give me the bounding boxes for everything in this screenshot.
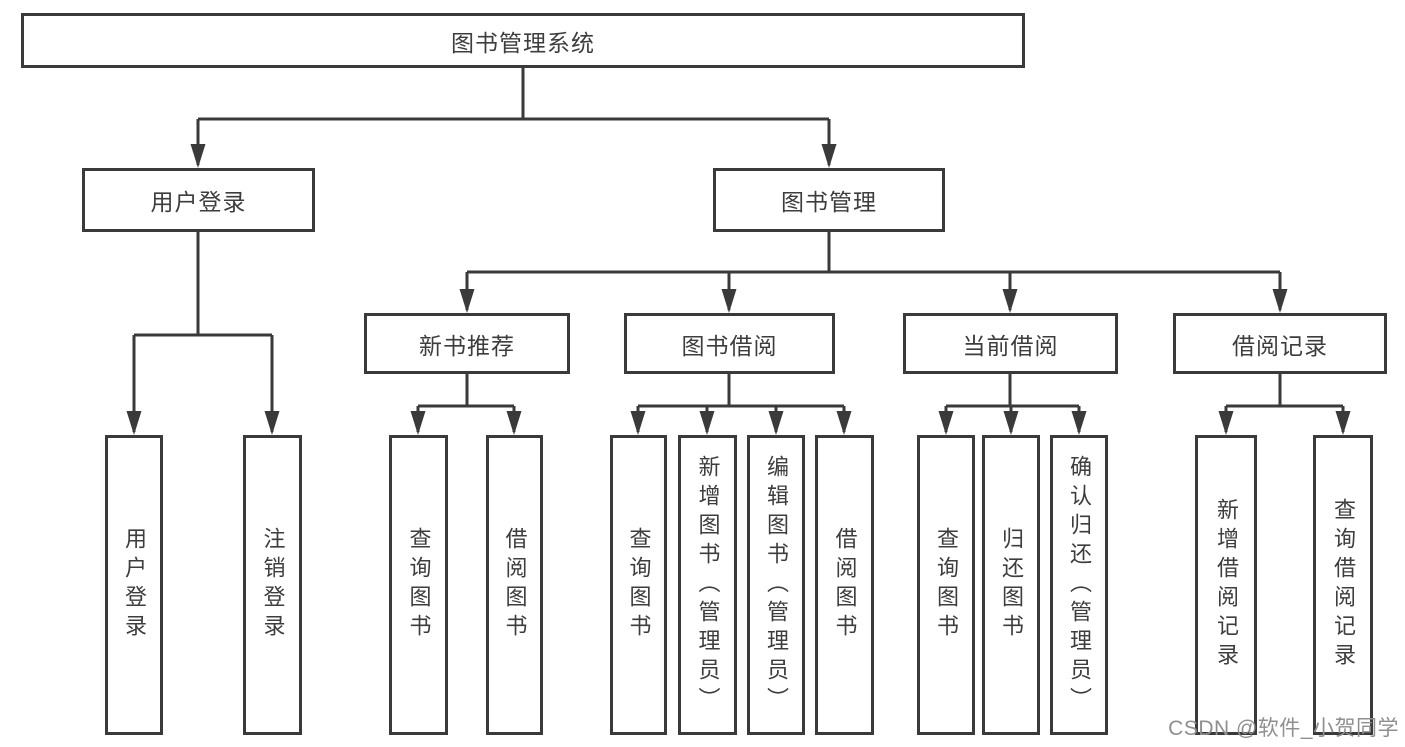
leaf-label: 用户登录 (122, 527, 147, 643)
leaf-query-books-borrowing: 查询图书 (610, 435, 667, 735)
node-book-borrowing: 图书借阅 (624, 313, 835, 374)
node-label: 图书管理 (781, 189, 877, 215)
leaf-label: 借阅图书 (502, 527, 528, 643)
node-book-management: 图书管理 (713, 168, 945, 232)
leaf-query-borrow-record: 查询借阅记录 (1313, 435, 1373, 735)
leaf-label: 查询图书 (934, 527, 959, 643)
leaf-label: 查询借阅记录 (1331, 498, 1356, 672)
node-label: 图书管理系统 (451, 29, 595, 56)
leaf-label: 查询图书 (626, 527, 652, 643)
leaf-query-books-current: 查询图书 (917, 435, 975, 735)
node-borrowing-records: 借阅记录 (1173, 313, 1387, 374)
leaf-label: 借阅图书 (832, 527, 858, 643)
leaf-borrow-books-recommend: 借阅图书 (486, 435, 543, 735)
leaf-label: 查询图书 (406, 527, 432, 643)
leaf-query-books-recommend: 查询图书 (389, 435, 448, 735)
leaf-label: 归还图书 (999, 527, 1024, 643)
leaf-label: 确认归还（管理员） (1067, 454, 1092, 716)
node-new-book-recommendation: 新书推荐 (364, 313, 570, 374)
leaf-label: 注销登录 (260, 527, 286, 643)
node-library-management-system: 图书管理系统 (21, 13, 1025, 68)
leaf-label: 编辑图书（管理员） (764, 454, 789, 716)
node-label: 用户登录 (150, 189, 247, 215)
leaf-borrow-books: 借阅图书 (815, 435, 874, 735)
node-label: 当前借阅 (962, 332, 1059, 359)
node-label: 新书推荐 (419, 332, 515, 359)
leaf-add-books-admin: 新增图书（管理员） (678, 435, 737, 735)
leaf-add-borrow-record: 新增借阅记录 (1195, 435, 1257, 735)
leaf-return-books: 归还图书 (982, 435, 1040, 735)
leaf-edit-books-admin: 编辑图书（管理员） (747, 435, 805, 735)
node-label: 借阅记录 (1232, 332, 1328, 359)
leaf-user-login: 用户登录 (105, 435, 163, 735)
leaf-label: 新增借阅记录 (1214, 498, 1239, 672)
csdn-watermark: CSDN @软件_小贺同学 (1168, 717, 1399, 740)
node-current-borrowing: 当前借阅 (903, 313, 1118, 374)
leaf-confirm-return-admin: 确认归还（管理员） (1050, 435, 1108, 735)
leaf-label: 新增图书（管理员） (695, 454, 721, 716)
node-label: 图书借阅 (681, 332, 778, 359)
leaf-logout: 注销登录 (243, 435, 302, 735)
node-user-login: 用户登录 (82, 168, 315, 232)
